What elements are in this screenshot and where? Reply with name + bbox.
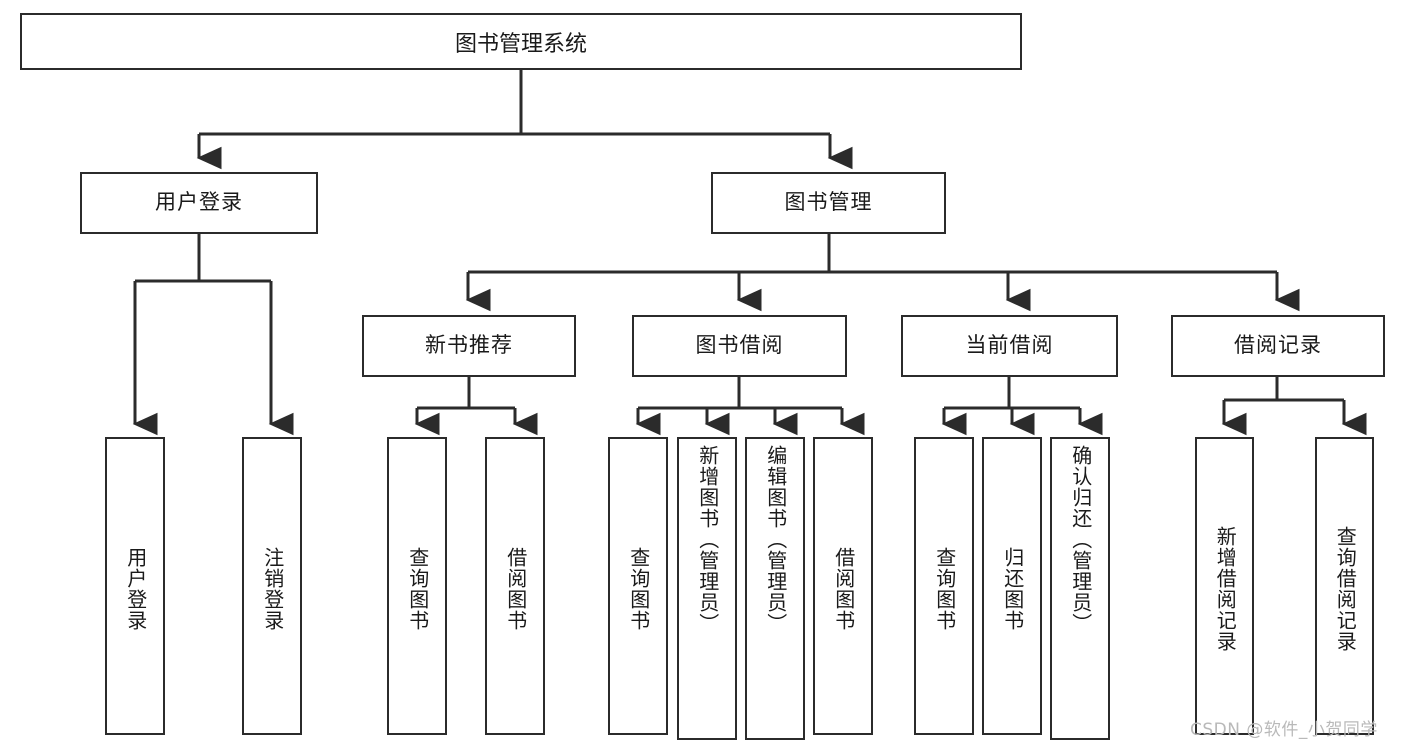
leaf-label: 查询图书 <box>932 547 957 631</box>
leaf-borrow-book-recommend[interactable]: 借阅图书 <box>485 437 545 735</box>
watermark-text: CSDN @软件_小贺同学 <box>1190 720 1378 740</box>
leaf-query-book-borrow[interactable]: 查询图书 <box>608 437 668 735</box>
leaf-query-borrow-record[interactable]: 查询借阅记录 <box>1315 437 1374 735</box>
leaf-confirm-return[interactable]: 确认归还（管理员） <box>1050 437 1110 740</box>
node-new-book-recommend[interactable]: 新书推荐 <box>362 315 576 377</box>
leaf-label: 确认归还（管理员） <box>1068 445 1093 634</box>
leaf-user-logout[interactable]: 注销登录 <box>242 437 302 735</box>
node-user-login[interactable]: 用户登录 <box>80 172 318 234</box>
leaf-label: 借阅图书 <box>503 547 528 631</box>
node-borrow-record[interactable]: 借阅记录 <box>1171 315 1385 377</box>
leaf-label: 查询图书 <box>405 547 430 631</box>
leaf-label: 查询借阅记录 <box>1333 526 1358 652</box>
leaf-query-book-current[interactable]: 查询图书 <box>914 437 974 735</box>
leaf-return-book[interactable]: 归还图书 <box>982 437 1042 735</box>
leaf-label: 查询图书 <box>626 547 651 631</box>
node-book-borrow[interactable]: 图书借阅 <box>632 315 847 377</box>
leaf-edit-book[interactable]: 编辑图书（管理员） <box>745 437 805 740</box>
leaf-borrow-book-borrow[interactable]: 借阅图书 <box>813 437 873 735</box>
leaf-label: 用户登录 <box>123 547 148 631</box>
leaf-add-borrow-record[interactable]: 新增借阅记录 <box>1195 437 1254 735</box>
leaf-label: 新增图书（管理员） <box>695 445 720 634</box>
leaf-label: 新增借阅记录 <box>1213 526 1238 652</box>
leaf-label: 归还图书 <box>1000 547 1025 631</box>
leaf-add-book[interactable]: 新增图书（管理员） <box>677 437 737 740</box>
node-root-system[interactable]: 图书管理系统 <box>20 13 1022 70</box>
leaf-label: 编辑图书（管理员） <box>763 445 788 634</box>
node-current-borrow[interactable]: 当前借阅 <box>901 315 1118 377</box>
node-book-manage[interactable]: 图书管理 <box>711 172 946 234</box>
leaf-label: 借阅图书 <box>831 547 856 631</box>
leaf-label: 注销登录 <box>260 547 285 631</box>
leaf-user-login[interactable]: 用户登录 <box>105 437 165 735</box>
leaf-query-book-recommend[interactable]: 查询图书 <box>387 437 447 735</box>
